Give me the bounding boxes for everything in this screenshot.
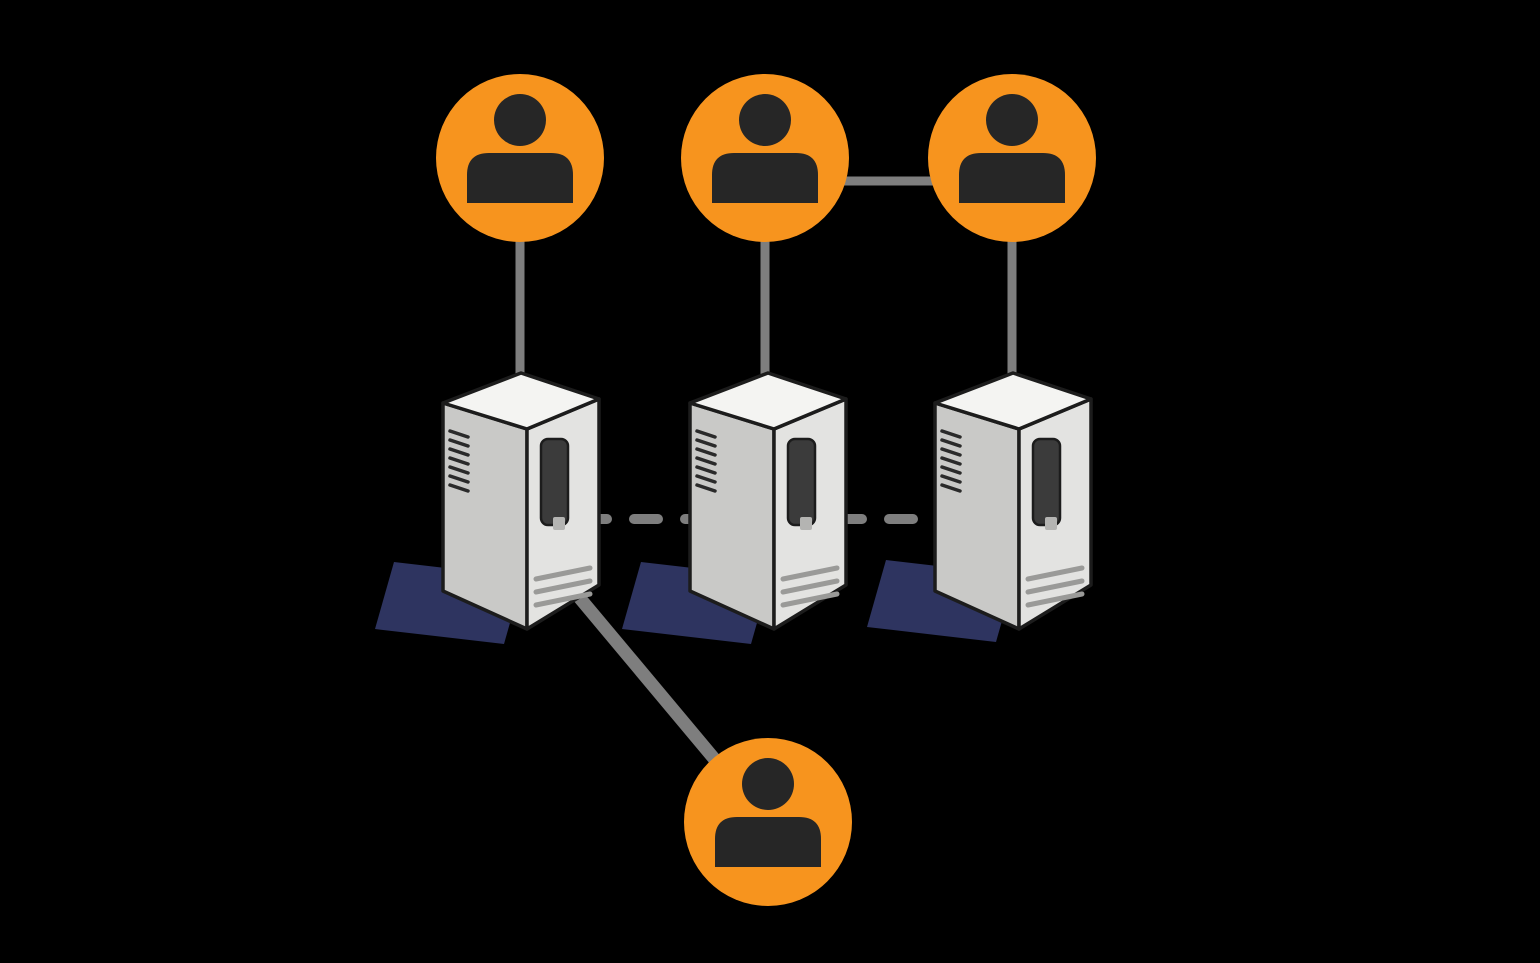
user-icon-3 xyxy=(928,74,1096,242)
user-icon-1 xyxy=(436,74,604,242)
server-tower-icon-1 xyxy=(443,373,599,629)
server-tower-icon-2 xyxy=(690,373,846,629)
connector-server1-user4 xyxy=(551,565,749,799)
server-tower-icon-3 xyxy=(935,373,1091,629)
user-icon-4 xyxy=(684,738,852,906)
user-icon-2 xyxy=(681,74,849,242)
